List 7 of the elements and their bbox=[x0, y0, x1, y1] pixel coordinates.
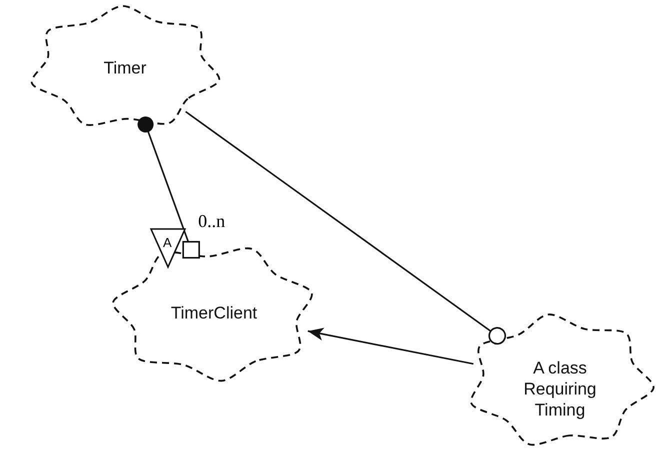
abstract-mark: A bbox=[163, 236, 172, 249]
connector bbox=[185, 110, 506, 345]
class-name: Timer bbox=[102, 58, 148, 78]
class-name: A class Requiring Timing bbox=[522, 358, 598, 420]
connector bbox=[308, 328, 474, 365]
class-name: TimerClient bbox=[170, 302, 258, 323]
connector bbox=[138, 116, 200, 259]
